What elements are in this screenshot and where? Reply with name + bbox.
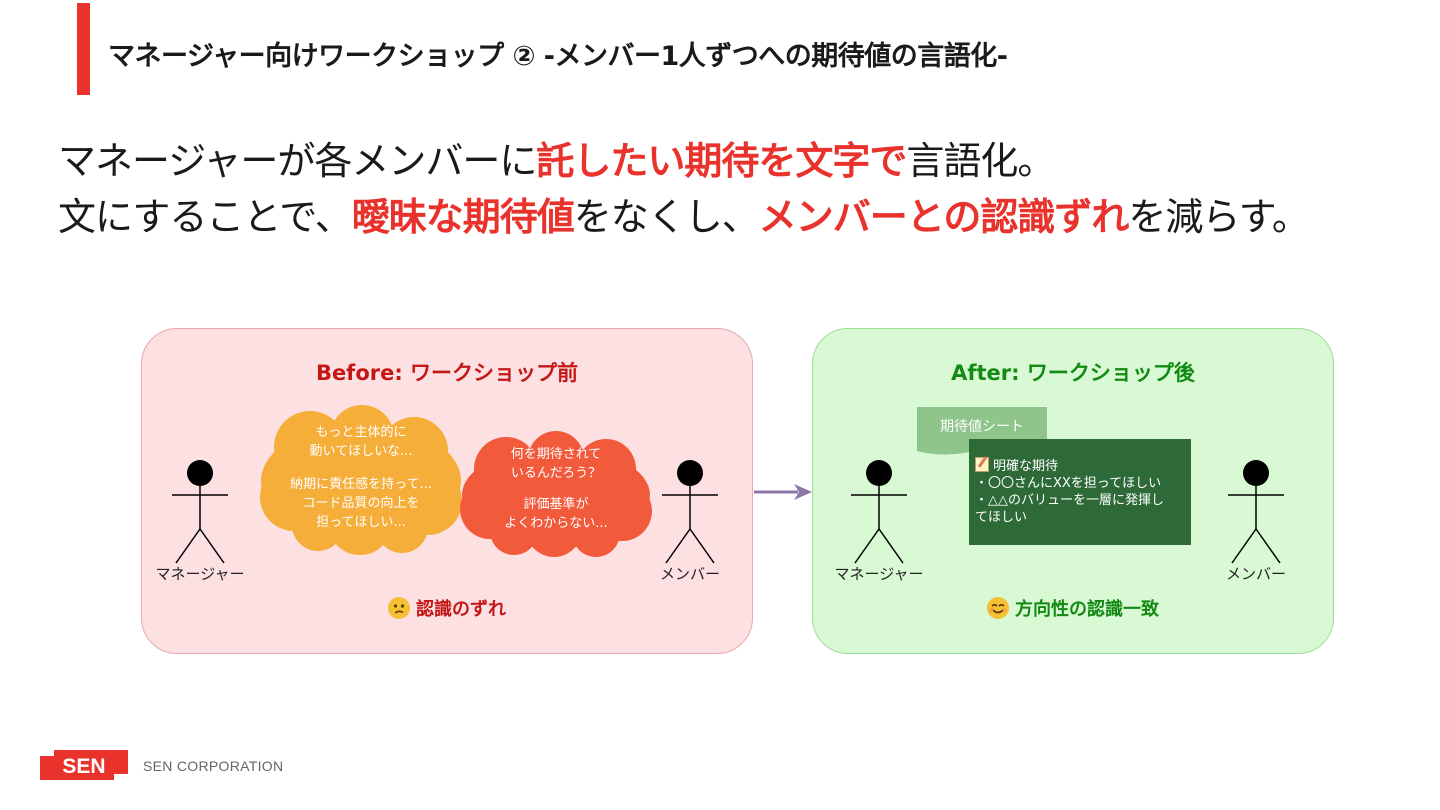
thought-line: 動いてほしいな... [309,444,413,459]
thought-line: コード品質の向上を [302,496,420,511]
lead-text: 文にすることで、 [58,195,353,239]
manager-figure: マネージャー [155,459,245,583]
lead-text: マネージャーが各メンバーに [58,139,537,183]
thought-line: 納期に責任感を持って... [290,477,432,492]
thought-line: もっと主体的に [315,425,407,440]
thought-line: 評価基準が [523,497,589,512]
board-line: てほしい [975,510,1028,525]
sheet-label: 期待値シート [940,419,1024,435]
manager-thought-cloud: もっと主体的に 動いてほしいな... 納期に責任感を持って... コード品質の向… [252,405,470,557]
lead-line-1: マネージャーが各メンバーに託したい期待を文字で言語化。 [58,130,1055,185]
thought-spacer [252,461,470,475]
expectation-board: 明確な期待 ・〇〇さんにXXを担ってほしい ・△△のバリューを一層に発揮し てほ… [969,439,1191,545]
manager-label: マネージャー [155,565,245,583]
board-line: ・△△のバリューを一層に発揮し [975,493,1164,508]
after-panel: After: ワークショップ後 マネージャー メンバー 期待値シート 明確な期待… [812,328,1334,654]
memo-icon [975,457,989,472]
member-figure: メンバー [1211,459,1301,583]
before-outcome-text: 認識のずれ [416,599,506,620]
member-figure: メンバー [645,459,735,583]
after-outcome: 方向性の認識一致 [813,595,1333,621]
manager-label: マネージャー [834,565,924,583]
smiling-face-icon [987,597,1009,619]
before-title: Before: ワークショップ前 [315,361,579,385]
sen-logo: SEN [40,750,128,780]
arrow-right-icon [754,484,812,500]
after-title: After: ワークショップ後 [951,361,1195,385]
thought-line: 担ってほしい... [316,515,406,530]
lead-text: を減らす。 [1128,195,1309,239]
board-heading-text: 明確な期待 [993,459,1059,474]
after-outcome-text: 方向性の認識一致 [1015,599,1159,620]
member-label: メンバー [659,565,720,583]
manager-thought-text: もっと主体的に 動いてほしいな... 納期に責任感を持って... コード品質の向… [252,423,470,532]
member-thought-cloud: 何を期待されて いるんだろう？ 評価基準が よくわからない... [454,429,658,559]
lead-text: をなくし、 [573,195,760,239]
lead-highlight: メンバーとの認識ずれ [758,195,1130,239]
thought-line: よくわからない... [504,516,608,531]
board-heading: 明確な期待 [975,457,1185,475]
stick-figure-icon [1228,460,1284,564]
stick-figure-icon [662,460,718,564]
confused-face-icon [388,597,410,619]
board-line: ・〇〇さんにXXを担ってほしい [975,476,1162,491]
before-panel: Before: ワークショップ前 マネージャー メンバー [141,328,753,654]
thought-spacer [454,483,658,495]
lead-text: 言語化。 [906,139,1055,183]
lead-highlight: 曖昧な期待値 [351,195,575,239]
lead-line-2: 文にすることで、曖昧な期待値をなくし、メンバーとの認識ずれを減らす。 [58,186,1310,241]
cloud-icon [460,431,652,557]
thought-line: いるんだろう？ [510,466,602,481]
member-label: メンバー [1225,565,1286,583]
slide-title: マネージャー向けワークショップ ② -メンバー1人ずつへの期待値の言語化- [108,41,1008,72]
company-name: SEN CORPORATION [143,758,284,774]
lead-highlight: 託したい期待を文字で [536,139,907,183]
thought-line: 何を期待されて [510,447,602,462]
manager-figure: マネージャー [834,459,924,583]
svg-text:SEN: SEN [62,755,105,778]
cloud-icon [260,405,462,555]
before-outcome: 認識のずれ [142,595,752,621]
title-accent-bar [77,3,90,95]
member-thought-text: 何を期待されて いるんだろう？ 評価基準が よくわからない... [454,445,658,533]
stick-figure-icon [172,460,228,564]
stick-figure-icon [851,460,907,564]
